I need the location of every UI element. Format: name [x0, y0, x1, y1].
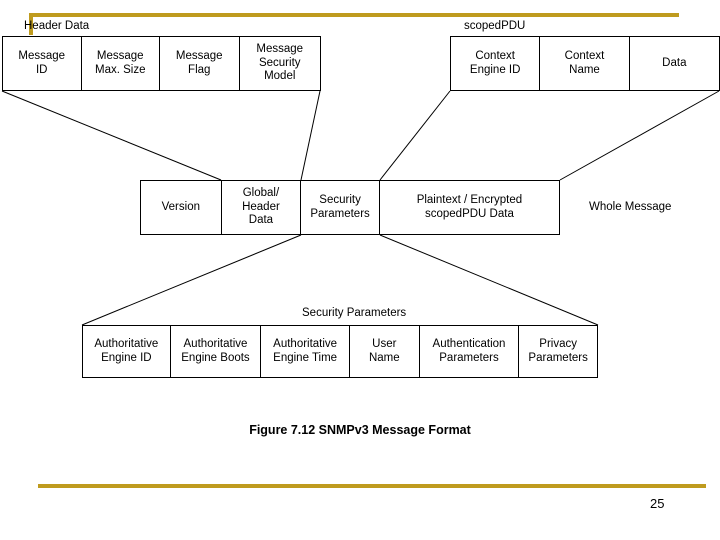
scoped-pdu-right-to-plaintext-right — [559, 90, 720, 181]
figure-caption: Figure 7.12 SNMPv3 Message Format — [249, 423, 471, 437]
label-scoped-pdu: scopedPDU — [464, 20, 526, 32]
label-security-parameters: Security Parameters — [302, 307, 407, 319]
top-accent-rule-horizontal — [29, 13, 679, 17]
scoped-pdu-left-to-plaintext-left — [379, 90, 451, 181]
page-number: 25 — [650, 496, 665, 511]
header-data-right-to-globalheader-right — [300, 90, 321, 181]
security-params-left-to-row-left — [81, 234, 302, 326]
header-data-left-to-globalheader-left — [1, 90, 222, 181]
label-header-data: Header Data — [24, 20, 90, 32]
field-cell: Version — [141, 181, 222, 234]
field-cell: Data — [662, 56, 687, 69]
label-whole-message: Whole Message — [589, 201, 672, 213]
bottom-accent-rule — [38, 484, 706, 488]
top-accent-rule-vertical — [29, 13, 33, 35]
security-params-right-to-row-right — [379, 234, 599, 326]
